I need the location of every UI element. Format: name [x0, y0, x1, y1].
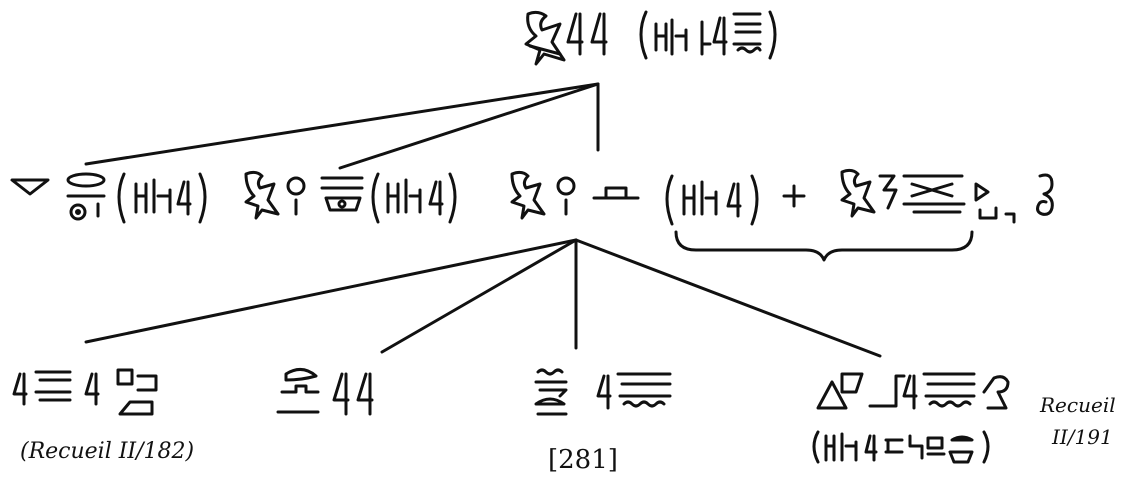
middle-to-bottom-connectors: [86, 240, 880, 356]
reference-281: [281]: [548, 445, 618, 475]
bottom-node-1: [14, 370, 156, 414]
bottom-node-3: [536, 370, 670, 414]
middle-node-2: [246, 172, 455, 222]
reference-recueil-182: (Recueil II/182): [20, 439, 194, 464]
root-hieroglyph-group: [526, 12, 775, 64]
root-to-middle-connectors: [86, 84, 598, 168]
middle-node-1: [12, 174, 205, 222]
bottom-node-2: [278, 369, 372, 414]
reference-recueil-191-line1: Recueil: [1039, 393, 1116, 417]
reference-recueil-191-line2: II/191: [1051, 425, 1113, 449]
bottom-node-4: [814, 374, 1008, 462]
